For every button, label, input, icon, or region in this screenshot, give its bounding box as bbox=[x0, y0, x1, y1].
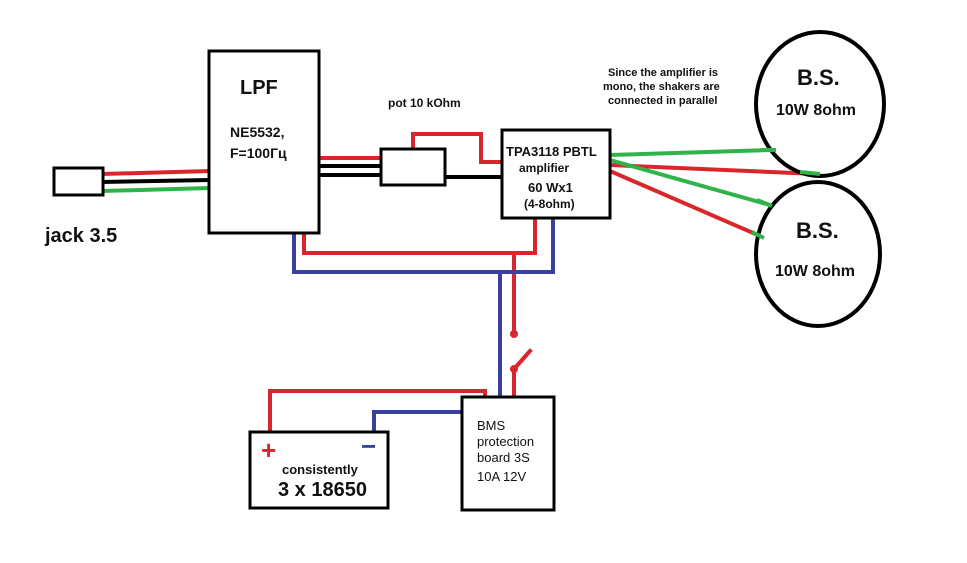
note-line-3: connected in parallel bbox=[608, 95, 717, 107]
bms-line-1: BMS bbox=[477, 418, 506, 433]
battery-cells-label: 3 x 18650 bbox=[278, 479, 367, 501]
wire-battery-minus-blue bbox=[372, 410, 464, 434]
lpf-title: LPF bbox=[240, 77, 278, 99]
wire-amp-shaker1-green bbox=[607, 147, 775, 158]
bms-line-3: board 3S bbox=[477, 450, 530, 465]
wire-amp-shaker2-red bbox=[607, 168, 763, 239]
wire-amp-power-red bbox=[512, 216, 537, 255]
amplifier-power: 60 Wx1 bbox=[528, 180, 573, 195]
potentiometer bbox=[379, 147, 447, 187]
switch-lever bbox=[511, 348, 533, 372]
wire-battery-plus-red bbox=[268, 389, 487, 434]
shaker-1-terminal-wires bbox=[760, 148, 821, 176]
bms-line-4: 10A 12V bbox=[477, 469, 526, 484]
amplifier-model: TPA3118 PBTL bbox=[506, 144, 597, 159]
shaker-1 bbox=[754, 30, 886, 178]
jack-label: jack 3.5 bbox=[44, 225, 117, 247]
battery-minus-sign: − bbox=[361, 431, 376, 461]
shaker-1-title: B.S. bbox=[797, 65, 840, 90]
note-line-1: Since the amplifier is bbox=[608, 67, 718, 79]
amplifier-type: amplifier bbox=[519, 161, 569, 175]
shaker-2-title: B.S. bbox=[796, 218, 839, 243]
wire-amp-shaker2-green bbox=[607, 157, 773, 208]
bms-board bbox=[460, 395, 556, 512]
shaker-2-spec: 10W 8ohm bbox=[775, 263, 855, 280]
battery-wiring-label: consistently bbox=[282, 462, 359, 477]
lpf-block bbox=[207, 49, 321, 235]
wires bbox=[100, 132, 821, 434]
wire-power-red bbox=[302, 230, 516, 336]
shaker-2-terminal-wires bbox=[751, 198, 773, 240]
wire-jack-lpf-red bbox=[100, 168, 211, 177]
battery-pack bbox=[248, 430, 390, 510]
pot-label: pot 10 kOhm bbox=[388, 96, 461, 110]
battery-plus-sign: + bbox=[261, 435, 276, 465]
wire-jack-lpf-black bbox=[100, 177, 211, 185]
wire-jack-lpf-green bbox=[100, 185, 211, 194]
amplifier-block bbox=[500, 128, 612, 220]
bms-line-2: protection bbox=[477, 434, 534, 449]
switch-contact-top bbox=[510, 330, 518, 338]
lpf-frequency: F=100Гц bbox=[230, 145, 287, 161]
wire-pot-wiper-red bbox=[411, 132, 504, 164]
shaker-1-spec: 10W 8ohm bbox=[776, 102, 856, 119]
lpf-chip: NE5532, bbox=[230, 124, 284, 140]
switch-contact-bottom bbox=[510, 365, 518, 373]
note-line-2: mono, the shakers are bbox=[603, 81, 720, 93]
parallel-note: Since the amplifier is mono, the shakers… bbox=[603, 67, 720, 107]
jack-connector bbox=[52, 166, 105, 197]
wire-ground-blue bbox=[292, 216, 555, 274]
wire-amp-shaker1-red bbox=[607, 162, 821, 177]
amplifier-impedance: (4-8ohm) bbox=[524, 197, 575, 211]
shaker-2 bbox=[754, 180, 882, 328]
